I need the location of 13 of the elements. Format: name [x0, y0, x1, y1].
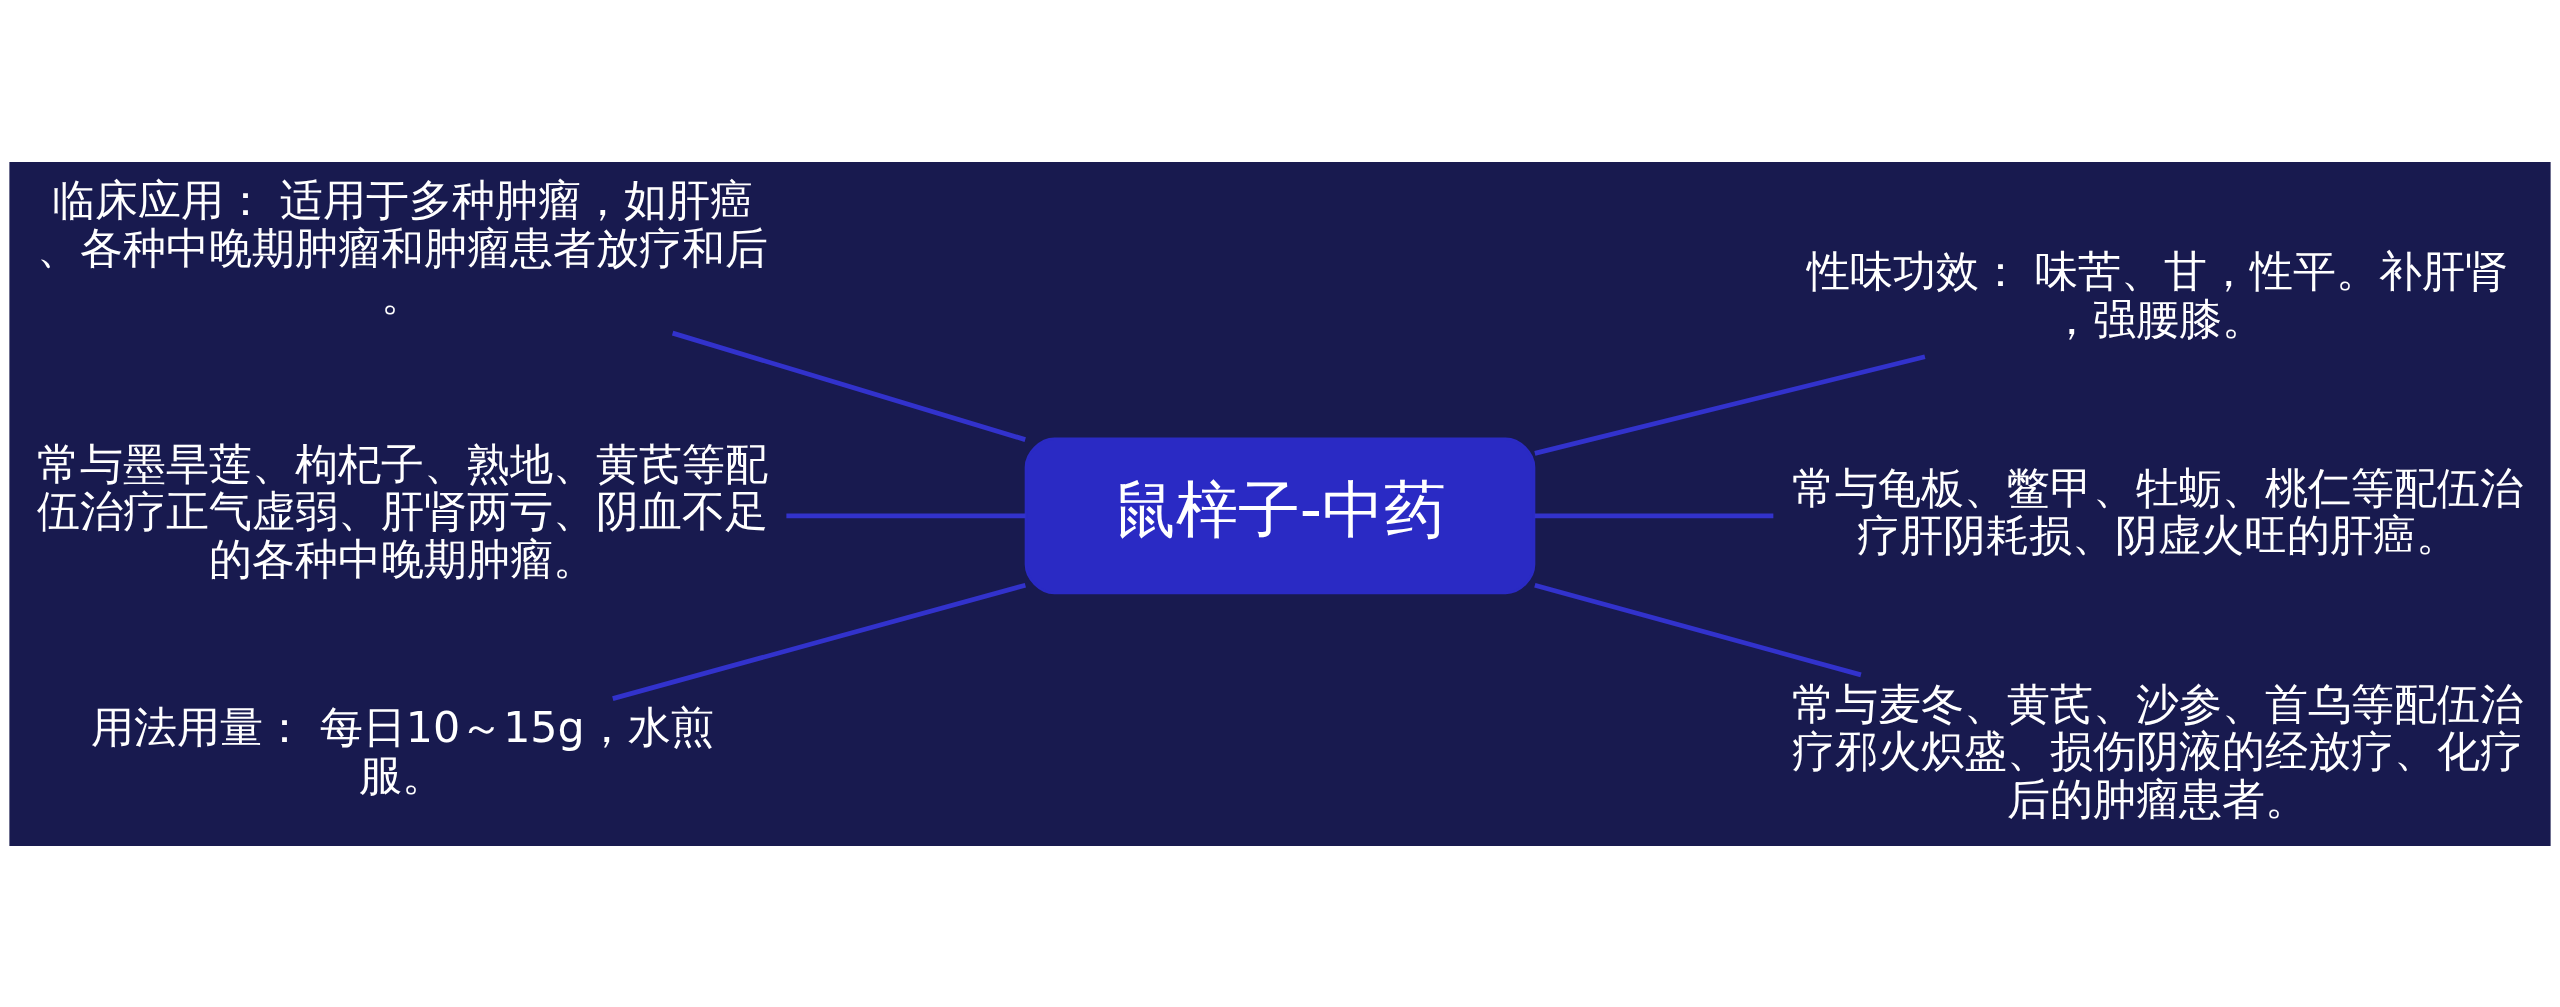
node-text: 常与墨旱莲、枸杞子、熟地、黄芪等配伍治疗正气虚弱、肝肾两亏、阴血不足的各种中晚期肿瘤。: [36, 438, 768, 584]
connector: [1534, 513, 1774, 518]
connector: [1534, 353, 1926, 456]
node-text: 用法用量： 每日10～15g，水煎服。: [91, 701, 714, 800]
node-text: 常与麦冬、黄芪、沙参、首乌等配伍治疗邪火炽盛、损伤阴液的经放疗、化疗后的肿瘤患者。: [1792, 678, 2524, 824]
node-text: 常与龟板、鳖甲、牡蛎、桃仁等配伍治疗肝阴耗损、阴虚火旺的肝癌。: [1792, 462, 2524, 560]
connector: [786, 513, 1026, 518]
node-text: 性味功效： 味苦、甘，性平。补肝肾，强腰膝。: [1806, 245, 2509, 344]
connector: [671, 330, 1026, 442]
node-box: 鼠梓子-中药: [1024, 437, 1536, 594]
node-text: 临床应用： 适用于多种肿瘤，如肝癌、各种中晚期肿瘤和肿瘤患者放疗和后。: [36, 174, 768, 320]
connector: [1534, 582, 1862, 677]
connector: [612, 582, 1026, 701]
